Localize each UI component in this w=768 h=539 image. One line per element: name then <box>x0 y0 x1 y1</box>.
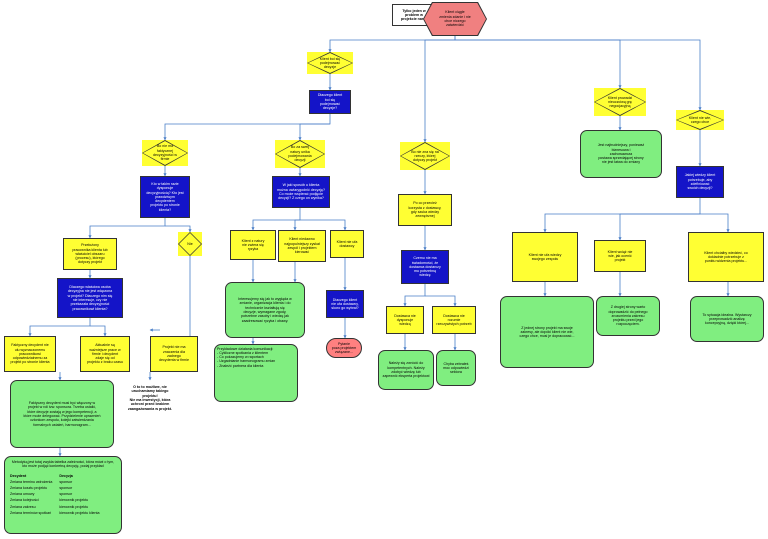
solution-scope: Z drugiej strony warto doprowadzić do pe… <box>596 296 660 336</box>
node-takes-over: Aktualnie są ważniejsze prace w firmie i… <box>80 336 130 372</box>
node-client-fears: Klient z natury nie zwiera się ryzyka <box>230 230 276 260</box>
table-cell-decision: Zmiana zakresu <box>10 504 36 509</box>
node-client-distrust: Klient nie ufa dostawcy <box>330 230 364 258</box>
table-cell-decider: sponsor <box>59 492 73 497</box>
table-row: Zmiana kosztu projektu sponsor <box>9 485 106 491</box>
table-row: Zmiana zakresu kierownik projektu <box>9 504 106 510</box>
table-row: Zmiana terminu wdrożenia sponsor <box>9 479 106 485</box>
solution-educate: Chyba zebrałeś moc odpowiedzi sektora <box>436 350 476 386</box>
decision-no-authority: Bo nie ma faktycznej decyzyjności w firm… <box>142 140 188 166</box>
table-cell-decider: kierownik projektu <box>59 504 89 509</box>
question-why-avoid: W jaki sposób u klienta można uwiarygodn… <box>272 176 330 208</box>
table-cell-decider: sponsor <box>59 486 73 490</box>
node-how-learn: Po co przecież korzysta z dostawcy, gdy … <box>398 194 452 226</box>
table-cell-decider: kierownik projektu klienta <box>59 510 100 515</box>
col-decyzja: Decyzja <box>59 473 73 478</box>
solution-strategy: To sytuacja idealna. Wystarczy przeprowa… <box>690 296 764 342</box>
table-cell-decision: Zmiana terminów spotkań <box>10 510 52 515</box>
node-product-owner: Przełożony pracownika klienta lub właści… <box>63 238 117 270</box>
question-what-need: Jakiej wiedzy klient potrzebuje, aby zde… <box>676 166 724 198</box>
node-unknown-needs: Klient nie ufa wiedzy swojego zespołu <box>512 232 578 282</box>
question-why-no-trust: Dlaczego klient nie ufa dostawcy, skoro … <box>326 290 364 318</box>
node-opportunity: O to to możliwe, nie uruchamiamy takiego… <box>128 385 172 411</box>
table-cell-decider: kierownik projektu <box>59 498 89 503</box>
question-what-shows: Czemu nie ma świadomości, że dostawca do… <box>401 250 449 284</box>
node-unknown-scope: Klient wciąż nie wie, jak ocenić projekt <box>594 240 646 272</box>
decision-no-knowledge: Klient nie wie, czego chce <box>676 110 724 130</box>
table-row: Zmiana kolejności kierownik projektu <box>9 497 106 503</box>
node-agile-link: Pytanie poza projektem związane... <box>326 338 362 358</box>
decision-table: Decydent Decyzja Zmiana terminu wdrożenia… <box>9 473 106 516</box>
node-expects-dev: Dostawca nie dysponuje wiedzą <box>386 306 424 334</box>
decision-avoid: Bo za sweij natury unika podejmowania de… <box>275 140 325 168</box>
node-client-no-info: Klient niedawno najpopulniejszy zyskał z… <box>278 230 326 262</box>
table-row: Zmiana umowy sponsor <box>9 491 106 497</box>
solution-interview: Interesujemy się jak to wygląda w zmiani… <box>225 282 305 338</box>
table-cell-decision: Zmiana kosztu projektu <box>10 486 48 490</box>
decision-unfair-game: Klient prowadzi nieuczciwą grę negocjacy… <box>594 88 646 116</box>
solution-method: Metodyką jest tutaj zwykła tabelka zależ… <box>4 456 122 534</box>
solution-sponsor: Faktyczny decydent musi być włączony w p… <box>10 380 114 448</box>
client-root-problem: Klient ciągle zmienia zdanie i nie chce … <box>423 2 487 36</box>
col-decydent: Decydent <box>10 473 27 478</box>
decision-afraid: Klient boi się podejmować decyzje <box>307 52 353 74</box>
solution-management: Jest najtrudniejszy, ponieważ biznesowa … <box>580 130 662 178</box>
table-cell-decider: sponsor <box>59 479 73 484</box>
table-cell-decision: Zmiana umowy <box>10 492 35 497</box>
solution-hire-expert: Należy się zwrócić do kompetentnych. Nal… <box>378 350 434 390</box>
node-project-not-fit: Projekt nie ma znaczenia dla zadnego dec… <box>150 336 198 372</box>
table-row: Zmiana terminów spotkań kierownik projekt… <box>9 510 106 516</box>
question-why-not-involved: Dlaczego właściwa osoba decyzyjna nie je… <box>57 278 123 318</box>
question-who-decides: Kto w takim razie dysponuje decyzyjności… <box>140 176 190 218</box>
table-cell-decision: Zmiana terminu wdrożenia <box>10 479 53 484</box>
table-cell-decision: Zmiana kolejności <box>10 498 39 503</box>
method-text: Metodyką jest tutaj zwykła tabelka zależ… <box>11 460 115 469</box>
decision-no-skills: Bo nie zna się na rzeczy, której dotyczy… <box>400 142 450 170</box>
node-ask-sponsor: Faktyczny decydent nie ulu wyznaczonemu … <box>4 336 56 372</box>
decision-nie: Nie <box>178 232 202 256</box>
solution-communication: Przykładowe działania komunikacji: - Cyk… <box>214 344 298 402</box>
solution-tech: Z jednej strony projekt ma swoje zakresy… <box>500 296 594 368</box>
question-why-afraid: Dlaczego klient boi się podejmować decyz… <box>309 90 351 114</box>
node-no-tech: Klient chciałby wiedzieć, co dokładnie p… <box>688 232 764 282</box>
node-expects-ready: Dostawca nie rozumie rzeczywistych potrz… <box>432 306 476 334</box>
